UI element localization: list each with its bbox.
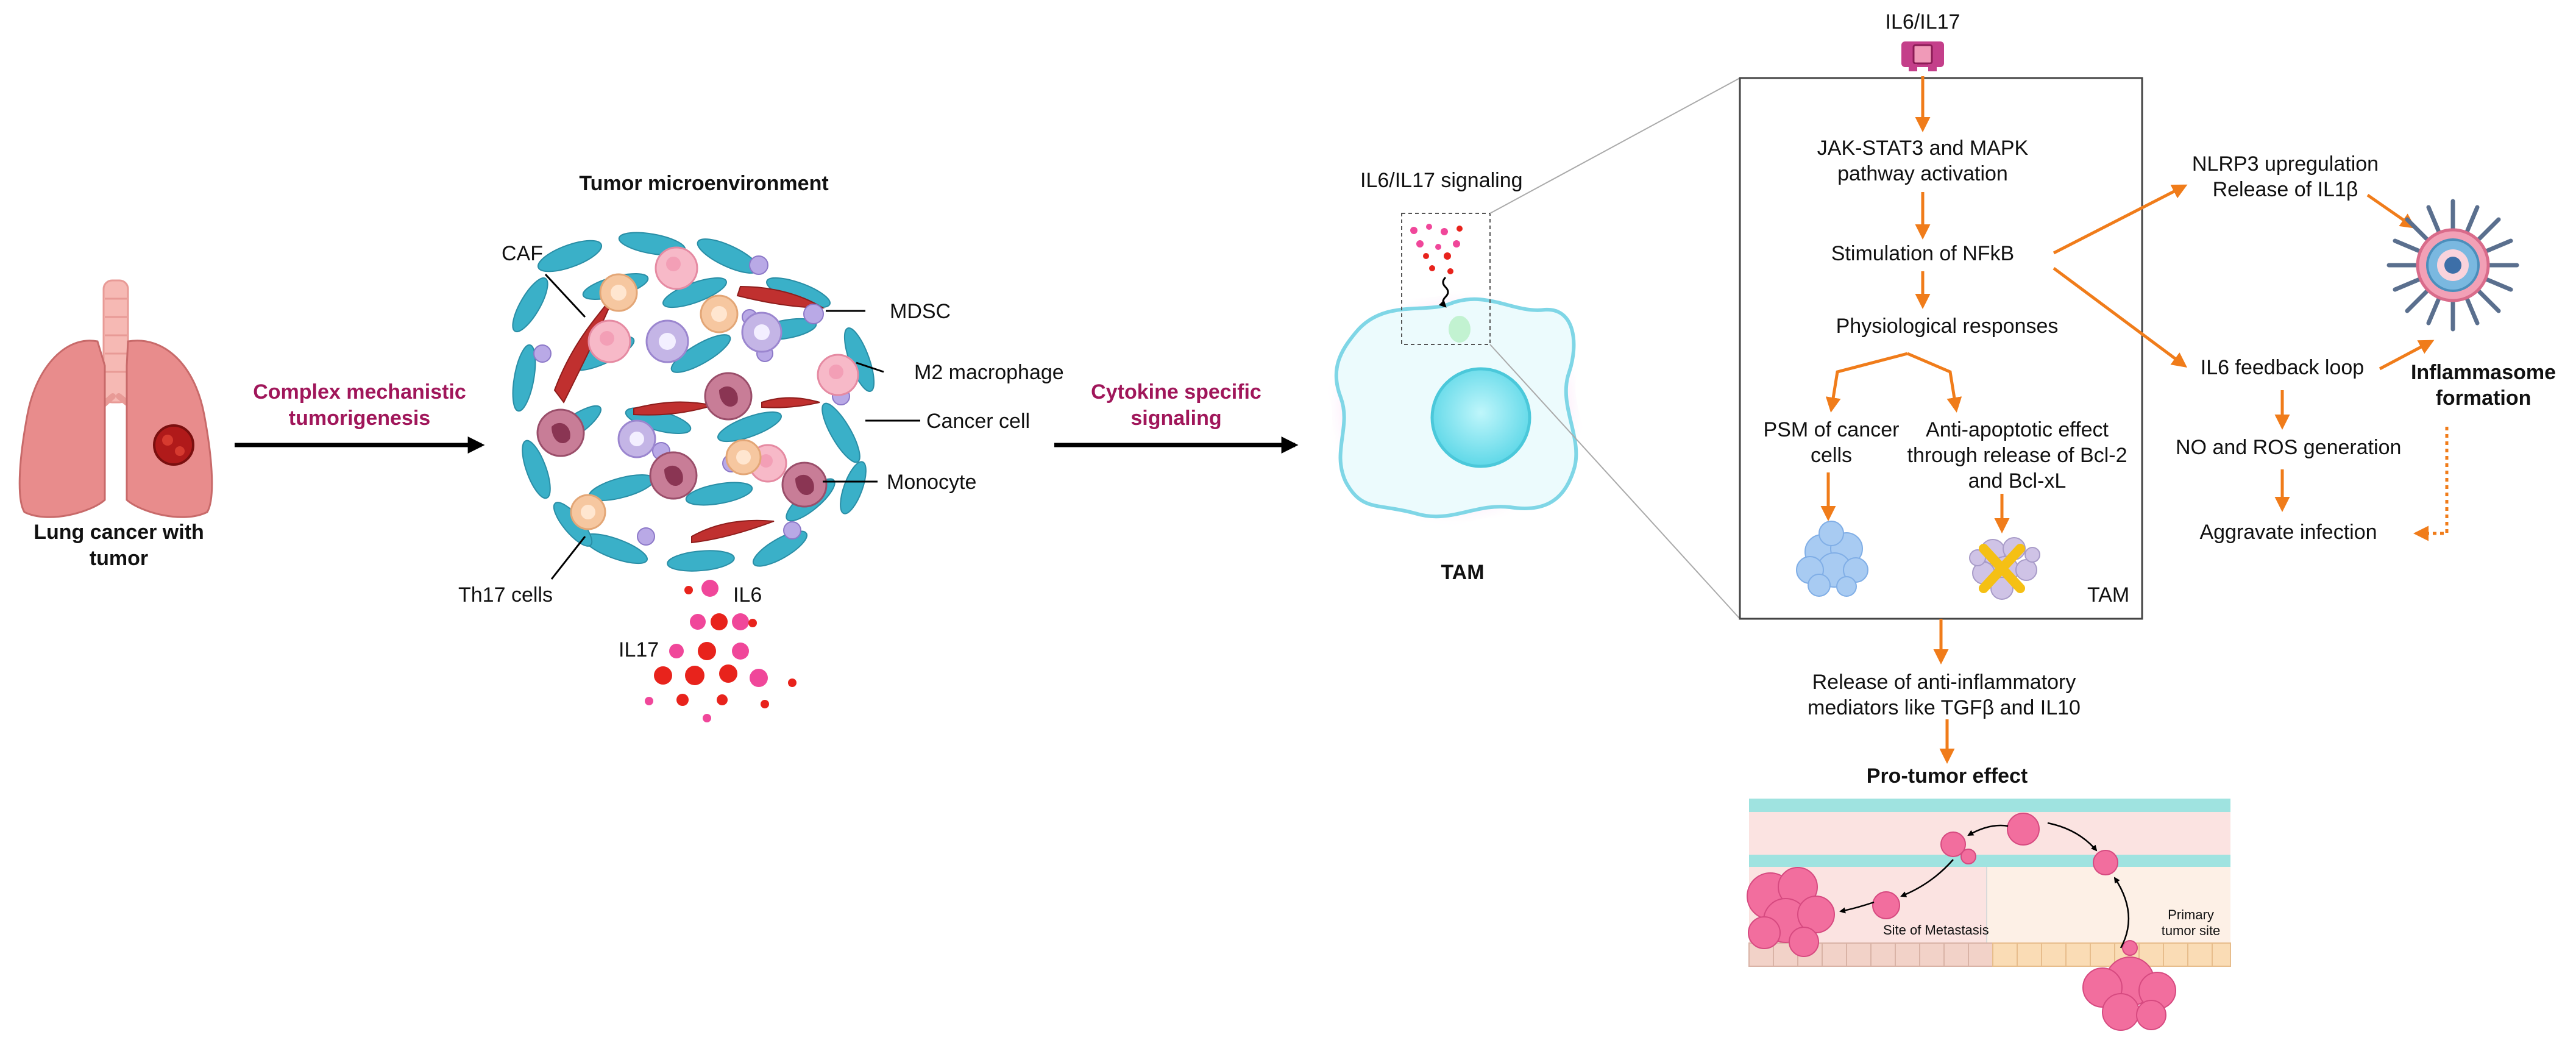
left-lung (18, 340, 106, 518)
tumor-microenvironment-cluster (512, 232, 920, 580)
step-nfkb: Stimulation of NFkB (1831, 242, 2015, 265)
pro-tumor-title: Pro-tumor effect (1866, 764, 2028, 788)
step-jak-line1: JAK-STAT3 and MAPK (1817, 137, 2029, 160)
label-il17: IL17 (619, 638, 659, 661)
tam-caption: TAM (1441, 561, 1485, 584)
arrow-physio-psm (1825, 352, 1908, 413)
step-jak-line2: pathway activation (1837, 162, 2008, 185)
arrow-nfkb-nlrp3 (2053, 184, 2188, 255)
lung-caption-line2: tumor (89, 547, 149, 570)
step-anti-line2: through release of Bcl-2 (1907, 444, 2127, 467)
step-physio: Physiological responses (1836, 315, 2059, 338)
step-anti-line1: Anti-apoptotic effect (1926, 418, 2109, 441)
label-mdsc: MDSC (890, 300, 951, 323)
lung-illustration (18, 279, 213, 518)
primary-site-line2: tumor site (2161, 923, 2221, 938)
anti-apoptotic-cluster (1969, 537, 2040, 600)
step-psm-line2: cells (1810, 444, 1853, 467)
arrow-inflammasome-aggravate (2413, 427, 2449, 541)
cytokine-droplets (645, 580, 797, 722)
receptor-label: IL6/IL17 (1885, 10, 1960, 34)
lung-caption-line1: Lung cancer with (34, 521, 204, 544)
arrow-physio-anti (1907, 352, 1962, 413)
arrow-nlrp3-inflammasome (2366, 193, 2416, 229)
no-ros: NO and ROS generation (2176, 436, 2402, 459)
inflammasome-icon (2386, 199, 2519, 332)
label-m2-macrophage: M2 macrophage (914, 361, 1064, 384)
psm-cell-cluster (1796, 521, 1868, 597)
tme-title: Tumor microenvironment (579, 172, 829, 195)
step-anti-line3: and Bcl-xL (1968, 469, 2067, 493)
arrow2-label-line2: signaling (1130, 407, 1222, 430)
arrow1-label-line2: tumorigenesis (288, 407, 431, 430)
pathway-box-label: TAM (2087, 583, 2130, 607)
tam-cell (1323, 288, 1588, 528)
aggravate-infection: Aggravate infection (2199, 521, 2377, 544)
arrow2-label-line1: Cytokine specific (1091, 380, 1261, 404)
release-line2: mediators like TGFβ and IL10 (1808, 696, 2081, 719)
arrow-il6loop-inflammasome (2379, 340, 2435, 371)
metastasis-illustration (1747, 799, 2231, 1031)
label-caf: CAF (502, 242, 543, 265)
metastasis-site-label: Site of Metastasis (1883, 922, 1989, 938)
inset-cytokines (1410, 224, 1463, 308)
inflammasome-line1: Inflammasome (2410, 361, 2556, 384)
receptor-icon (1901, 41, 1944, 71)
nlrp3-line1: NLRP3 upregulation (2191, 152, 2379, 176)
label-th17: Th17 cells (458, 583, 553, 607)
zoom-line-top (1489, 77, 1740, 214)
label-monocyte: Monocyte (887, 471, 977, 494)
release-line1: Release of anti-inflammatory (1812, 671, 2076, 694)
il6-loop: IL6 feedback loop (2200, 356, 2365, 379)
label-cancer-cell: Cancer cell (926, 410, 1031, 433)
label-il6: IL6 (733, 583, 762, 607)
lung-tumor (153, 424, 194, 466)
arrow1-label-line1: Complex mechanistic (253, 380, 466, 404)
signaling-inset-box (1401, 213, 1491, 345)
arrow-nfkb-il6loop (2053, 266, 2188, 368)
label-signaling: IL6/IL17 signaling (1360, 169, 1523, 192)
primary-site-line1: Primary (2168, 907, 2214, 922)
step-psm-line1: PSM of cancer (1763, 418, 1900, 441)
zoom-line-bottom (1489, 344, 1740, 619)
inflammasome-line2: formation (2435, 386, 2532, 410)
nlrp3-line2: Release of IL1β (2212, 178, 2358, 201)
